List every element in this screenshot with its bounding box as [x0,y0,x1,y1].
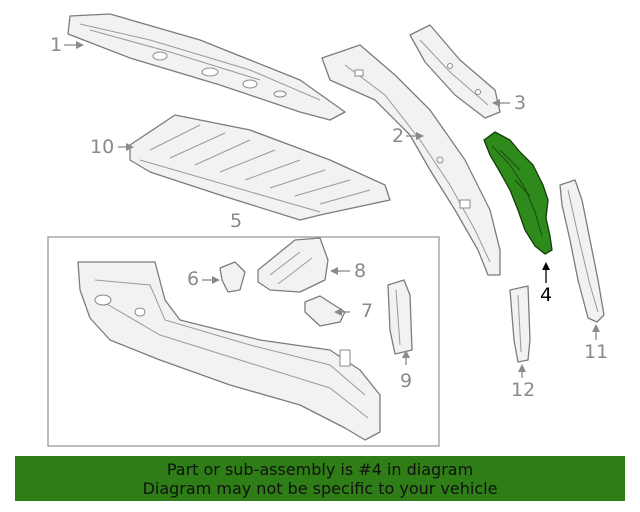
part-11-trim [559,179,605,323]
part-10-shelf-panel [129,114,391,221]
part-5-subassembly-box [47,236,440,447]
parts-diagram [47,13,605,447]
callout-10: 10 [90,136,115,158]
banner-line-1: Part or sub-assembly is #4 in diagram [166,460,474,479]
callout-9: 9 [400,370,413,392]
part-3-rail [409,24,501,119]
part-4-reinforcement-highlighted [483,131,553,255]
callout-12: 12 [511,379,536,401]
callout-3: 3 [514,92,527,114]
part-2-pillar [321,44,501,276]
callout-6: 6 [187,268,200,290]
part-1-roof-panel [67,13,346,121]
callout-7: 7 [361,300,374,322]
part-12-small-pillar [509,285,531,363]
part-notice-banner: Part or sub-assembly is #4 in diagram Di… [15,456,625,501]
callout-2: 2 [392,125,405,147]
callout-4: 4 [540,284,553,306]
callout-1: 1 [50,34,63,56]
banner-line-2: Diagram may not be specific to your vehi… [142,479,498,498]
callout-8: 8 [354,260,367,282]
leader-lines [64,41,600,378]
callout-5: 5 [230,210,243,232]
callout-11: 11 [584,341,609,363]
